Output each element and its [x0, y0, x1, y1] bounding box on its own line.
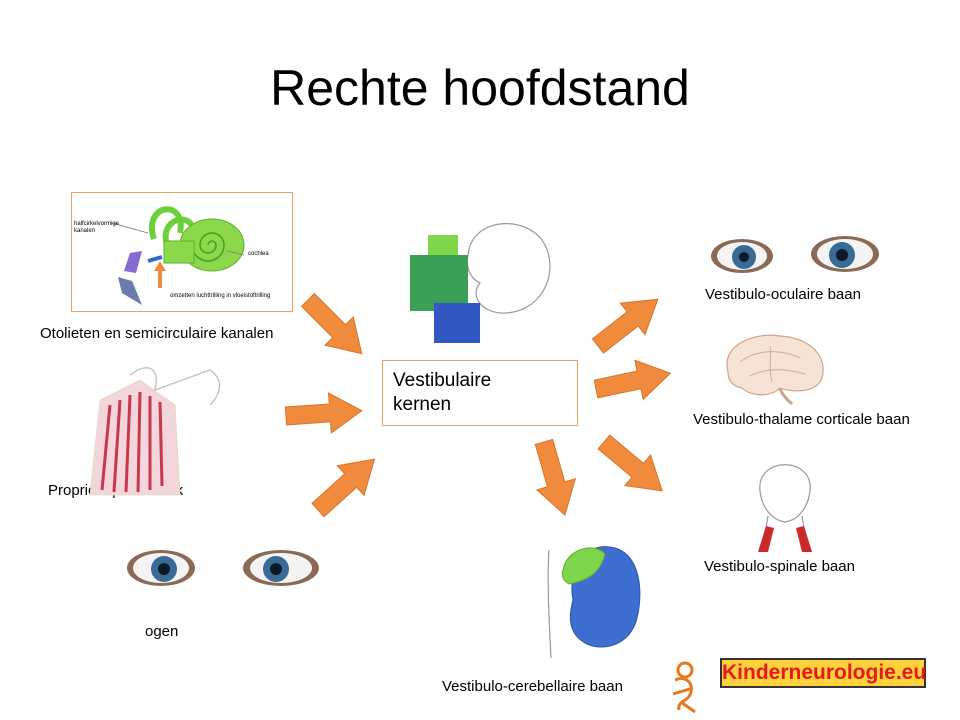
label-oculair: Vestibulo-oculaire baan — [705, 286, 861, 303]
ear-diagram: halfcirkelvormige kanalen cochlea omzett… — [71, 192, 293, 312]
label-spinale: Vestibulo-spinale baan — [704, 558, 855, 575]
eye-icon — [711, 239, 773, 273]
ear-label-halfcirkel-2: kanalen — [74, 228, 96, 234]
arrow-spinale — [590, 426, 676, 507]
head-neck-icon — [758, 464, 812, 553]
brainstem-drawing — [410, 223, 551, 343]
ear-label-omzetten: omzetten luchttrilling in vloeistoftrill… — [170, 293, 271, 299]
center-line-2: kernen — [393, 394, 452, 415]
arrow-cerebellair — [524, 435, 585, 522]
brand-label: Kinderneurologie.eu — [720, 658, 926, 688]
eye-icon — [811, 236, 879, 272]
ear-label-cochlea: cochlea — [248, 251, 269, 257]
arrow-thalame — [591, 353, 675, 410]
center-line-1: Vestibulaire — [393, 370, 492, 391]
arrow-oculair — [585, 282, 671, 363]
cerebellum-icon — [547, 546, 641, 659]
label-otolieten: Otolieten en semicirculaire kanalen — [40, 325, 274, 342]
eye-icon — [127, 550, 195, 586]
eye-icon — [243, 550, 319, 586]
label-thalame: Vestibulo-thalame corticale baan — [693, 411, 910, 428]
neck-muscles-drawing — [89, 367, 220, 496]
arrow-ogen — [304, 443, 389, 526]
arrow-otolieten — [293, 285, 377, 369]
label-ogen: ogen — [145, 623, 179, 640]
ear-drawing — [111, 206, 245, 305]
logo-icon — [663, 658, 703, 716]
ear-label-halfcirkel-1: halfcirkelvormige — [74, 221, 120, 227]
brain-icon — [726, 334, 824, 406]
vestibulaire-kernen-box: Vestibulaire kernen — [382, 360, 578, 426]
ear-label-halfcirkel: halfcirkelvormige kanalen — [74, 221, 119, 235]
arrow-proprio — [284, 390, 364, 437]
page-title: Rechte hoofdstand — [270, 60, 690, 116]
label-cerebellair: Vestibulo-cerebellaire baan — [442, 678, 623, 695]
